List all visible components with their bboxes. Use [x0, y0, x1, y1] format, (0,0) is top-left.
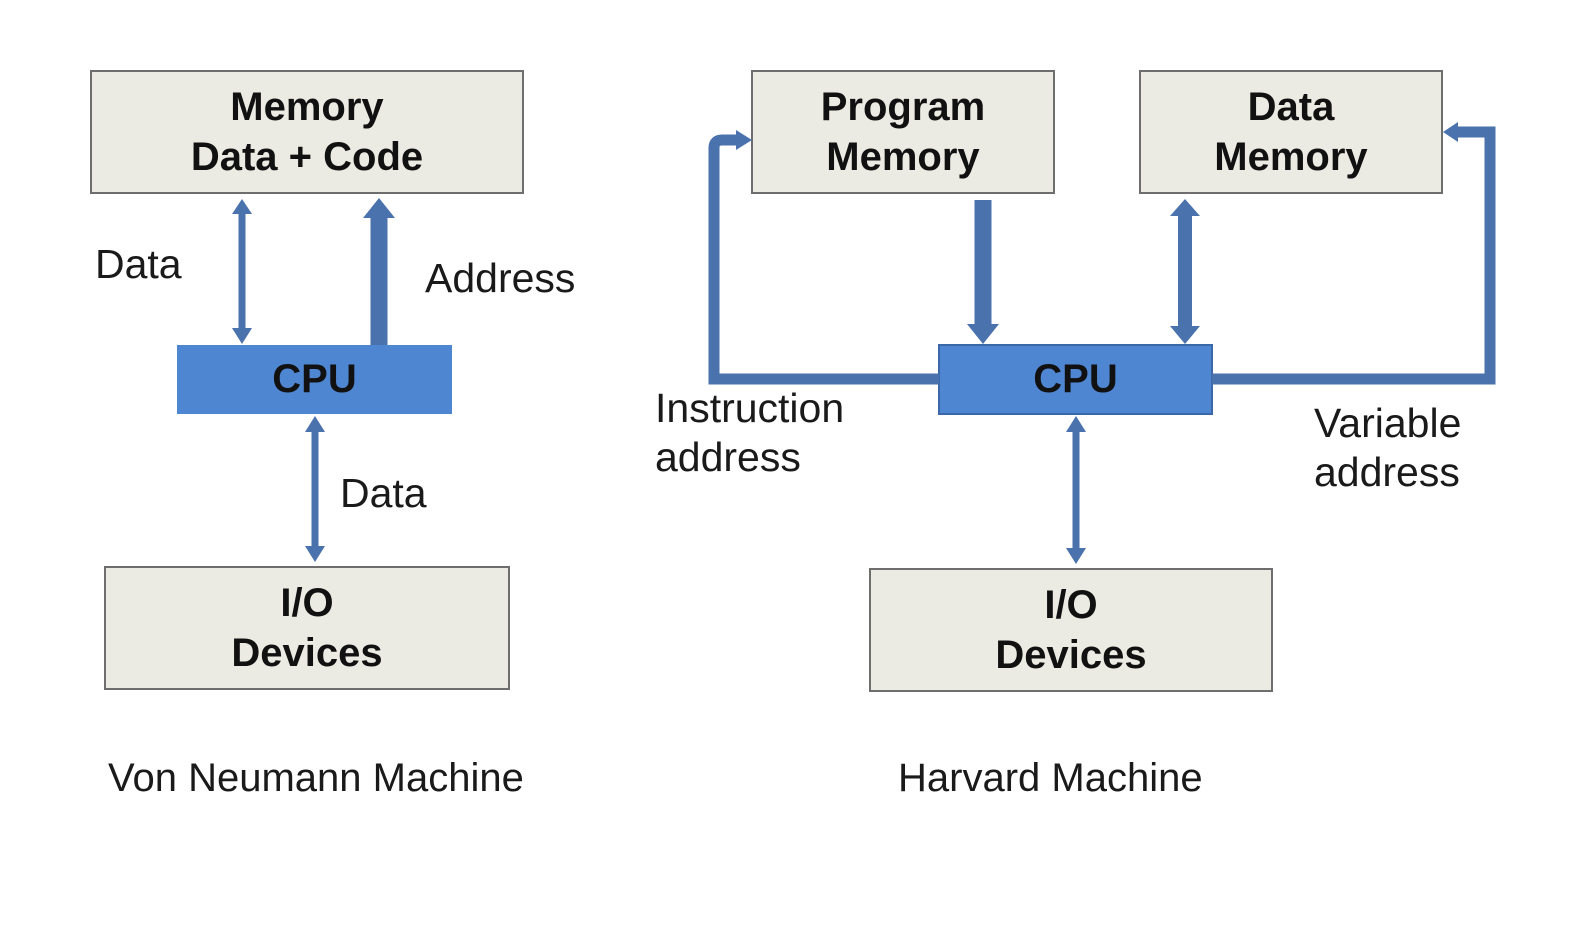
hv-io-box	[869, 568, 1273, 692]
vn-memory-line2: Data + Code	[190, 135, 424, 179]
vn-cpu-box	[177, 345, 452, 414]
vn-io-line2: Devices	[231, 631, 383, 675]
hv-instruction-address-bus	[708, 130, 939, 385]
hv-io-line1: I/O	[1044, 583, 1098, 627]
hv-program-memory-line1: Program	[820, 85, 986, 129]
hv-caption: Harvard Machine	[898, 756, 1203, 800]
hv-variable-line1: Variable	[1314, 400, 1462, 446]
vn-data-bottom-label: Data	[340, 470, 427, 516]
hv-program-memory-line2: Memory	[826, 135, 980, 179]
hv-io-label: I/O Devices	[870, 569, 1272, 691]
hv-cpu-box	[938, 344, 1213, 415]
vn-io-line1: I/O	[280, 581, 334, 625]
hv-program-memory-box	[751, 70, 1055, 194]
hv-program-bus-arrow	[967, 200, 999, 344]
hv-io-bus-arrow	[1066, 416, 1086, 564]
hv-data-memory-line1: Data	[1247, 85, 1335, 129]
hv-io-line2: Devices	[995, 633, 1147, 677]
vn-io-bus-arrow	[305, 416, 325, 562]
vn-io-box	[104, 566, 510, 690]
vn-address-label: Address	[425, 255, 576, 301]
hv-instruction-address-label: Instruction address	[655, 384, 844, 482]
vn-caption: Von Neumann Machine	[108, 756, 524, 800]
vn-data-bus-arrow	[232, 199, 252, 344]
hv-cpu-label: CPU	[1033, 357, 1118, 401]
hv-data-memory-label: Data Memory	[1140, 71, 1442, 193]
hv-variable-line2: address	[1314, 449, 1460, 496]
hv-instruction-line1: Instruction	[655, 385, 845, 431]
hv-instruction-line2: address	[655, 434, 801, 481]
hv-data-memory-box	[1139, 70, 1443, 194]
hv-program-memory-label: Program Memory	[752, 71, 1054, 193]
vn-data-top-label: Data	[95, 241, 182, 287]
hv-data-memory-line2: Memory	[1214, 135, 1368, 179]
vn-memory-label: Memory Data + Code	[91, 71, 523, 193]
vn-cpu-label: CPU	[272, 357, 357, 401]
hv-variable-address-label: Variable address	[1314, 399, 1461, 497]
vn-address-bus-arrow	[363, 198, 395, 345]
hv-variable-address-bus	[1212, 122, 1496, 385]
vn-io-label: I/O Devices	[105, 567, 509, 689]
vn-memory-box	[90, 70, 524, 194]
hv-data-bus-arrow	[1170, 199, 1200, 344]
vn-memory-line1: Memory	[230, 85, 384, 129]
